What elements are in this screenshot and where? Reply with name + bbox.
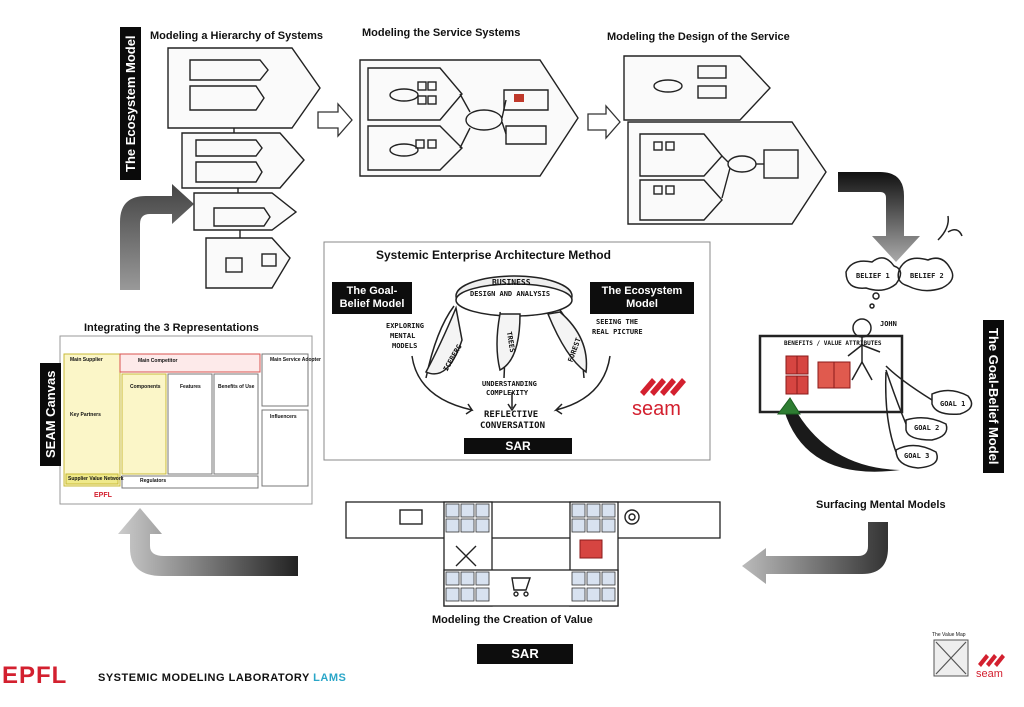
hierarchy-sketch xyxy=(167,47,321,289)
gift-icon xyxy=(514,94,524,102)
ecosystem-box: The Ecosystem Model xyxy=(590,282,694,314)
goal-belief-sketch xyxy=(758,215,973,469)
value-icons xyxy=(399,509,640,597)
canvas-influencers: Influencers xyxy=(270,414,297,420)
green-arrowhead xyxy=(777,397,801,415)
hand-real: REAL PICTURE xyxy=(592,328,643,336)
canvas-components: Components xyxy=(130,384,161,390)
hand-complexity: COMPLEXITY xyxy=(486,389,529,397)
goal-belief-box: The Goal-Belief Model xyxy=(332,282,412,314)
target-icon xyxy=(624,509,640,525)
creation-title: Modeling the Creation of Value xyxy=(432,614,593,626)
goal-2-label: GOAL 2 xyxy=(914,424,940,432)
goal-3-label: GOAL 3 xyxy=(904,452,930,460)
seam-canvas xyxy=(59,335,313,505)
lab-name: SYSTEMIC MODELING LABORATORY xyxy=(98,672,310,684)
canvas-main-adopter: Main Service Adopter xyxy=(270,357,321,363)
lab-name-line: SYSTEMIC MODELING LABORATORY LAMS xyxy=(98,672,346,684)
hand-conversation: CONVERSATION xyxy=(480,421,546,431)
value-gift-icon xyxy=(579,539,603,559)
hand-reflective: REFLECTIVE xyxy=(484,410,539,420)
value-creation-sketch xyxy=(345,501,721,607)
canvas-main-competitor: Main Competitor xyxy=(138,358,178,364)
center-title: Systemic Enterprise Architecture Method xyxy=(376,248,611,262)
seam-logo-mark xyxy=(640,378,686,396)
center-sketch xyxy=(411,275,611,415)
hand-design: DESIGN AND ANALYSIS xyxy=(470,290,551,298)
canvas-key-partners: Key Partners xyxy=(70,412,101,418)
hand-models: MODELS xyxy=(392,342,418,350)
belief-2-label: BELIEF 2 xyxy=(910,272,944,280)
belief-1-label: BELIEF 1 xyxy=(856,272,890,280)
ecosystem-side-label: The Ecosystem Model xyxy=(120,27,141,180)
hollow-arrows xyxy=(317,102,621,140)
integrating-title: Integrating the 3 Representations xyxy=(84,322,259,334)
goal-1-label: GOAL 1 xyxy=(940,400,966,408)
seam-small-mark xyxy=(978,654,1005,667)
bottom-sar-label: SAR xyxy=(477,644,573,664)
hand-exploring: EXPLORING xyxy=(386,322,424,330)
seam-canvas-side-label: SEAM Canvas xyxy=(40,362,61,466)
hand-seeing: SEEING THE xyxy=(596,318,639,326)
design-title: Modeling the Design of the Service xyxy=(607,31,790,43)
factory-icon xyxy=(399,509,423,525)
canvas-main-supplier: Main Supplier xyxy=(70,357,103,363)
swoosh-shadow xyxy=(784,410,900,472)
canvas-features: Features xyxy=(180,384,201,390)
canvas-regulators: Regulators xyxy=(140,478,167,484)
arrow-to-canvas xyxy=(118,508,298,576)
gift-icons xyxy=(785,355,851,395)
surfacing-title: Surfacing Mental Models xyxy=(816,499,946,511)
hand-understanding: UNDERSTANDING xyxy=(482,380,537,388)
goal-belief-side-label: The Goal-Belief Model xyxy=(983,320,1004,473)
lab-acronym: LAMS xyxy=(313,672,347,684)
seam-small-text: seam xyxy=(976,668,1003,680)
person-label: JOHN xyxy=(880,320,897,328)
arrow-to-value-creation xyxy=(742,522,888,584)
hierarchy-title: Modeling a Hierarchy of Systems xyxy=(150,30,323,42)
epfl-logo: EPFL xyxy=(2,662,68,689)
hand-business: BUSINESS xyxy=(492,278,531,287)
arrow-to-goal-belief xyxy=(838,172,920,262)
canvas-benefits: Benefits of Use xyxy=(218,384,255,390)
canvas-epfl: EPFL xyxy=(94,492,112,499)
benefits-label: BENEFITS / VALUE ATTRIBUTES xyxy=(784,340,882,347)
seam-logo-text: seam xyxy=(632,398,681,420)
service-systems-sketch xyxy=(359,59,579,177)
design-sketch xyxy=(623,55,827,225)
hand-mental: MENTAL xyxy=(390,332,416,340)
service-systems-title: Modeling the Service Systems xyxy=(362,27,521,39)
arrow-to-ecosystem xyxy=(120,184,194,290)
value-grid-cells xyxy=(445,503,616,602)
cart-icon xyxy=(511,577,531,591)
value-map-label: The Value Map xyxy=(932,632,966,638)
tools-icon xyxy=(455,545,477,567)
canvas-supply-chain: Supplier Value Network xyxy=(68,476,124,482)
center-sar-label: SAR xyxy=(464,438,572,454)
